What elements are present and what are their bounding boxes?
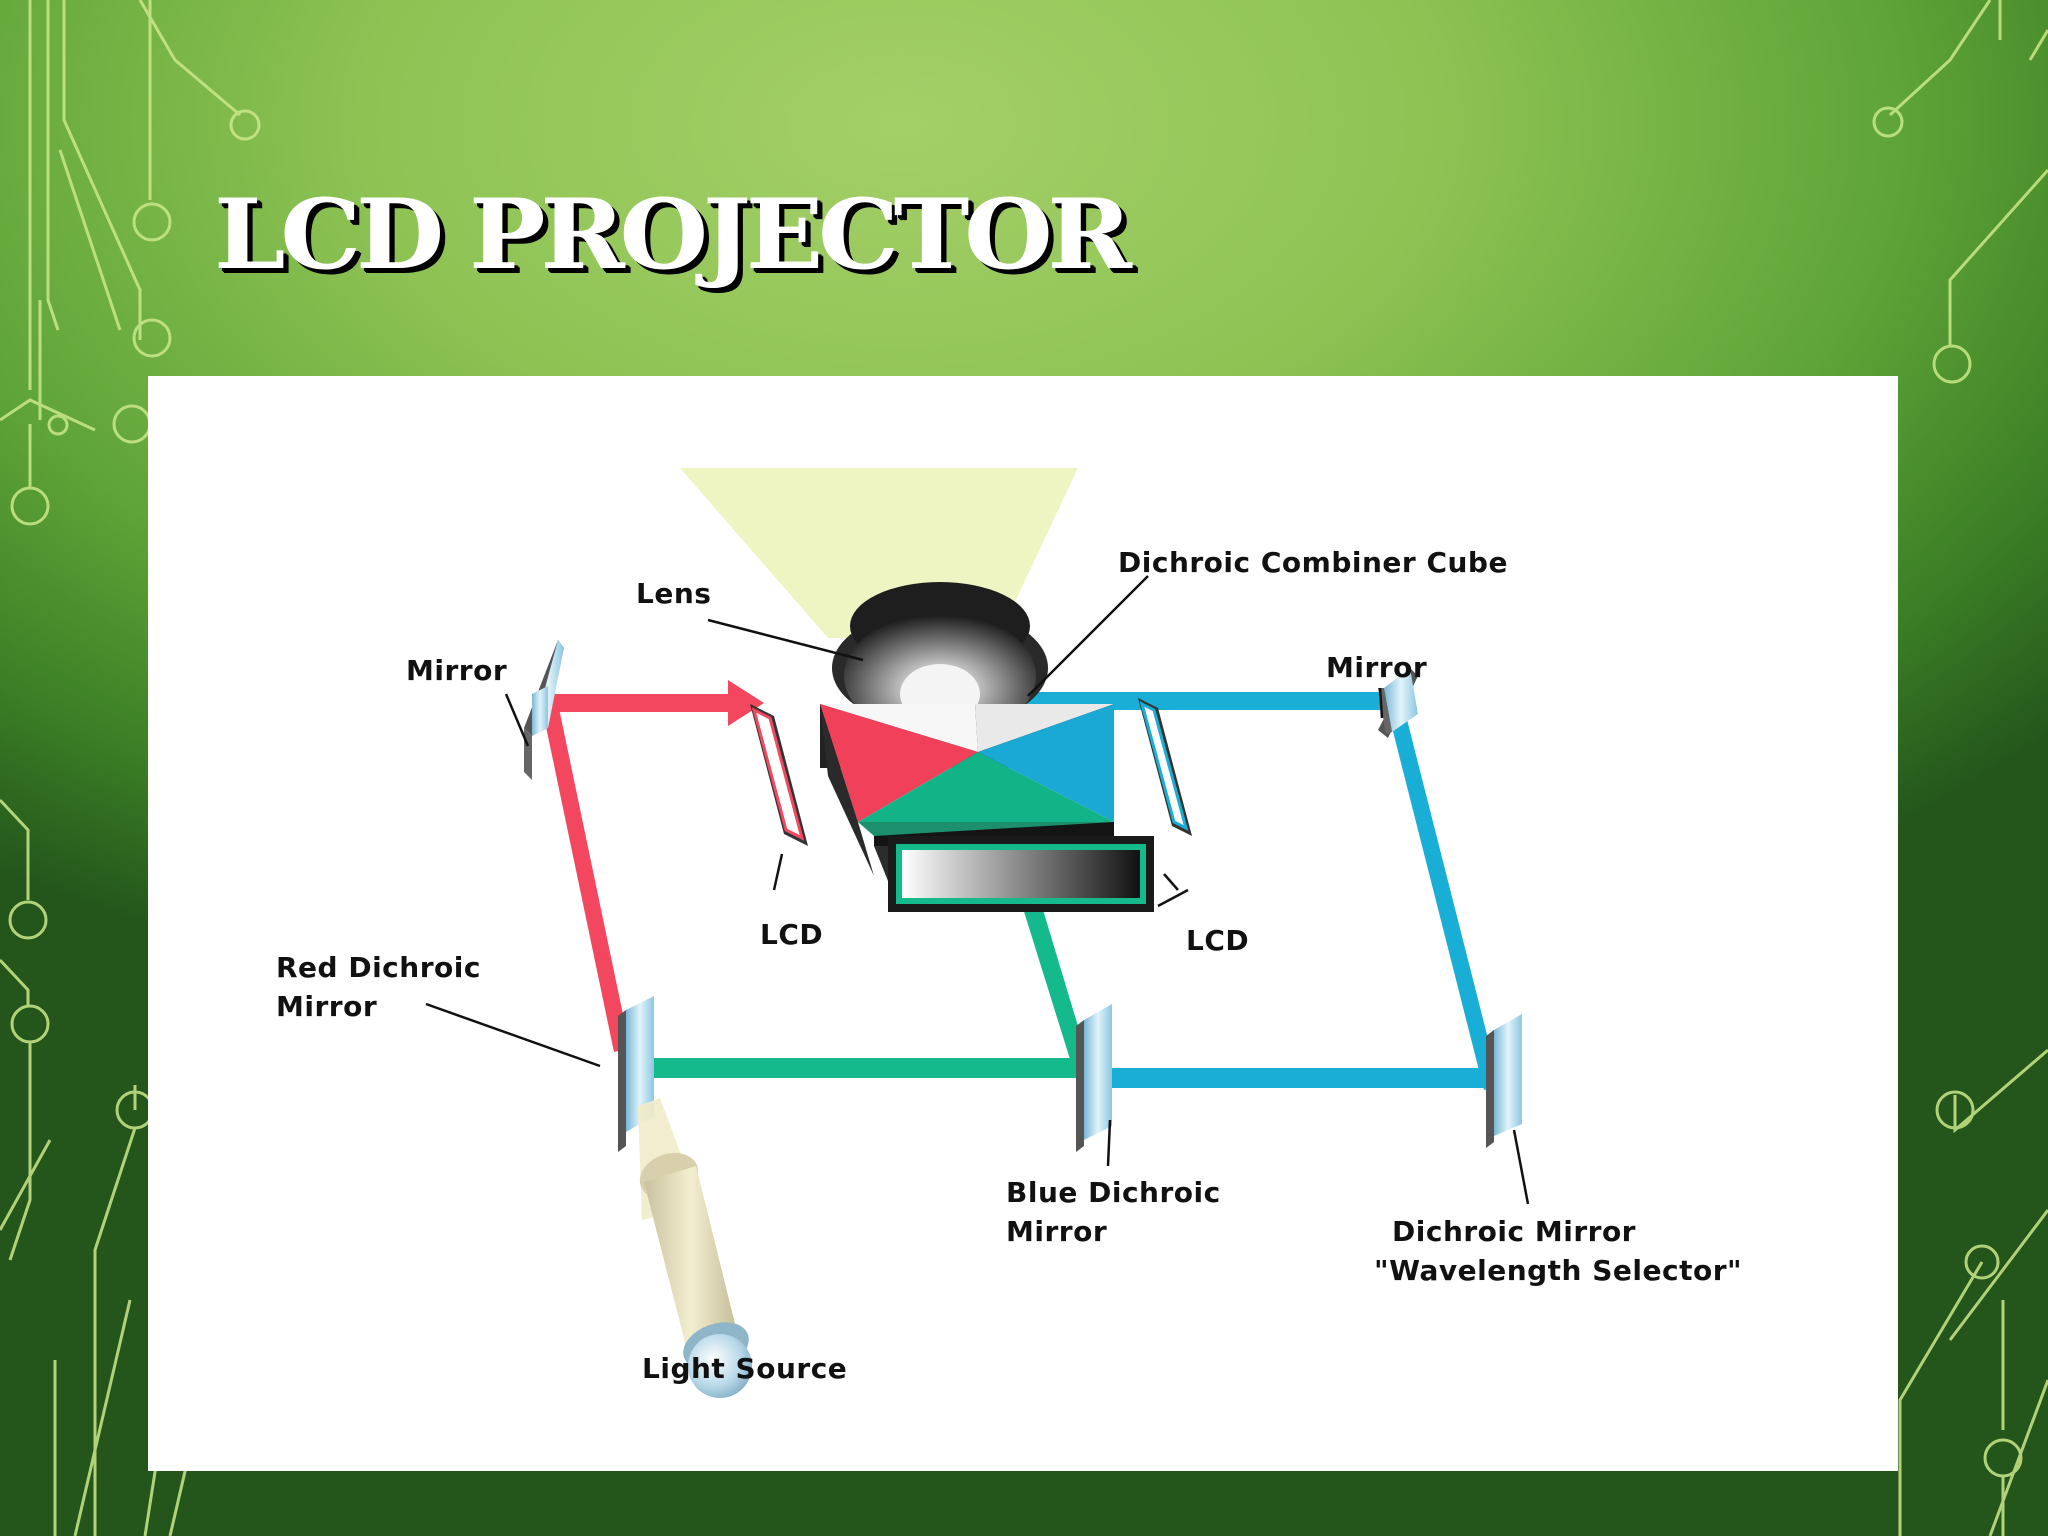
light-source [638, 1098, 752, 1398]
lcd-projector-diagram: Lens Dichroic Combiner Cube Mirror Mirro… [276, 468, 1742, 1398]
label-selector-line2: "Wavelength Selector" [1374, 1254, 1742, 1287]
lcd-panel-right [1138, 698, 1192, 836]
label-red-dichroic-line1: Red Dichroic [276, 951, 481, 984]
label-mirror-right: Mirror [1326, 651, 1427, 684]
wavelength-selector-mirror [1486, 1014, 1522, 1148]
label-blue-dichroic-line2: Mirror [1006, 1215, 1107, 1248]
lcd-panel-left [750, 704, 808, 846]
label-red-dichroic-line2: Mirror [276, 990, 377, 1023]
label-lens: Lens [636, 577, 711, 610]
label-mirror-left: Mirror [406, 654, 507, 687]
red-dichroic-mirror [618, 996, 654, 1152]
label-combiner-cube: Dichroic Combiner Cube [1118, 546, 1508, 579]
diagram-panel: Lens Dichroic Combiner Cube Mirror Mirro… [148, 376, 1898, 1471]
blue-dichroic-mirror [1076, 1004, 1112, 1152]
label-light-source: Light Source [642, 1352, 847, 1385]
label-lcd-right: LCD [1186, 924, 1249, 957]
lcd-panel-bottom [888, 836, 1154, 912]
red-beam [540, 680, 764, 1052]
label-selector-line1: Dichroic Mirror [1392, 1215, 1636, 1248]
mirror-left [524, 640, 564, 780]
label-blue-dichroic-line1: Blue Dichroic [1006, 1176, 1221, 1209]
leader-lines [425, 575, 1530, 1205]
slide-title: LCD PROJECTOR [214, 178, 1132, 291]
label-lcd-left: LCD [760, 918, 823, 951]
